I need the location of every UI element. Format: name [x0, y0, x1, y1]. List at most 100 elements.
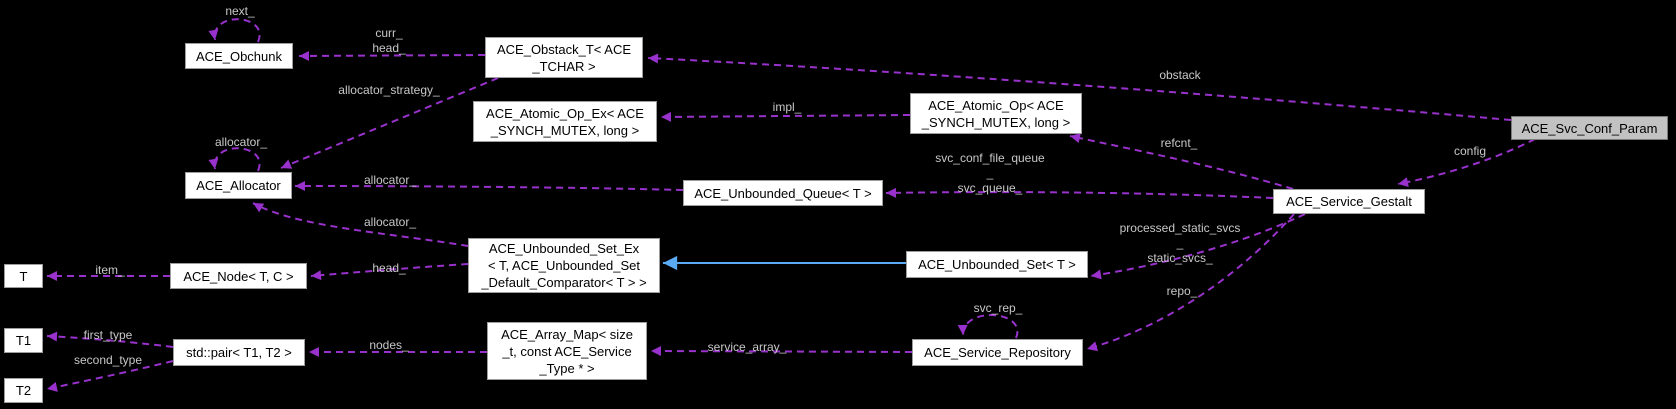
- edge-label-line: second_type: [73, 353, 143, 367]
- edge-svc-rep: [957, 314, 1019, 339]
- node-ace-svc-conf-param[interactable]: ACE_Svc_Conf_Param: [1511, 116, 1668, 140]
- node-label-line: ACE_Service_Gestalt: [1286, 194, 1412, 209]
- edge-label-obstack: obstack: [1159, 68, 1200, 83]
- edge-label-static-svcs: processed_static_svcs_static_svcs_: [1120, 221, 1241, 266]
- edge-label-line: allocator_: [214, 135, 268, 149]
- edge-label-line: next_: [225, 4, 255, 18]
- node-label-line: ACE_Service_Repository: [924, 345, 1071, 360]
- edge-service-array: [650, 346, 913, 357]
- node-label-line: _SYNCH_MUTEX, long >: [921, 114, 1071, 130]
- edge-label-svc-rep: svc_rep_: [974, 301, 1023, 316]
- edge-allocator-set-ex: [252, 202, 469, 247]
- edge-label-line: _: [1176, 236, 1184, 250]
- node-label-line: T: [19, 268, 28, 284]
- node-label-line: ACE_Array_Map< size: [501, 326, 633, 342]
- node-label-line: ACE_Svc_Conf_Param: [1521, 120, 1658, 136]
- node-label-line: ACE_Obchunk: [196, 48, 282, 64]
- edge-label-allocator-self: allocator_: [215, 135, 267, 150]
- node-label-line: _t, const ACE_Service: [502, 343, 632, 359]
- edge-label-refcnt: refcnt_: [1161, 136, 1198, 151]
- edge-allocator-strategy: [280, 77, 499, 169]
- node-label-line: ACE_Node< T, C >: [183, 268, 294, 284]
- edge-label-line: config: [1453, 144, 1487, 158]
- edge-label-next: next_: [225, 4, 254, 19]
- edge-label-allocator-queue: allocator_: [364, 173, 416, 188]
- edge-label-line: processed_static_svcs: [1119, 221, 1241, 235]
- edge-label-line: allocator_: [363, 173, 417, 187]
- node-ace-obstack-t[interactable]: ACE_Obstack_T< ACE_TCHAR >: [485, 37, 643, 78]
- edge-label-first-type: first_type: [84, 328, 133, 343]
- node-label-line: T1: [15, 333, 32, 348]
- node-label-line: ACE_Allocator: [196, 178, 281, 193]
- edge-label-config: config: [1454, 144, 1486, 159]
- edge-static-svcs: [1090, 213, 1306, 280]
- node-ace-atomic-op-ex[interactable]: ACE_Atomic_Op_Ex< ACE_SYNCH_MUTEX, long …: [473, 101, 657, 142]
- node-label-line: _Default_Comparator< T > >: [481, 275, 647, 290]
- edge-label-repo: repo_: [1167, 284, 1198, 299]
- node-label-line: ACE_Atomic_Op_Ex< ACE: [486, 105, 644, 121]
- edge-label-service-array: service_array_: [708, 340, 787, 355]
- node-label-line: ACE_Obstack_T< ACE: [496, 41, 632, 57]
- node-ace-service-gestalt[interactable]: ACE_Service_Gestalt: [1273, 189, 1425, 214]
- edge-label-line: head_: [372, 261, 406, 275]
- node-t1[interactable]: T1: [4, 328, 43, 353]
- edge-label-line: head_: [372, 41, 406, 55]
- edge-refcnt: [1069, 133, 1294, 190]
- edge-label-line: svc_rep_: [973, 301, 1023, 315]
- edge-label-allocator-strategy: allocator_strategy_: [338, 83, 439, 98]
- node-ace-unbounded-queue[interactable]: ACE_Unbounded_Queue< T >: [683, 180, 883, 206]
- edge-label-line: _: [986, 166, 994, 180]
- node-ace-array-map[interactable]: ACE_Array_Map< size_t, const ACE_Service…: [487, 322, 647, 380]
- edge-label-second-type: second_type: [74, 353, 142, 368]
- edge-label-impl: impl_: [773, 100, 802, 115]
- node-label-line: std::pair< T1, T2 >: [186, 345, 292, 360]
- node-label-line: T2: [15, 383, 32, 398]
- node-ace-unbounded-set[interactable]: ACE_Unbounded_Set< T >: [906, 251, 1088, 278]
- edge-head: [310, 263, 469, 281]
- node-t[interactable]: T: [4, 264, 43, 288]
- node-label-line: ACE_Unbounded_Set_Ex: [488, 241, 640, 256]
- edge-label-line: allocator_: [363, 215, 417, 229]
- edge-repo: [1086, 213, 1295, 352]
- edge-label-svc-queue: svc_conf_file_queue_svc_queue_: [935, 151, 1044, 196]
- edge-next: [208, 18, 261, 43]
- node-ace-atomic-op[interactable]: ACE_Atomic_Op< ACE_SYNCH_MUTEX, long >: [910, 93, 1082, 134]
- edge-label-line: item_: [95, 263, 125, 277]
- edge-first-type: [46, 331, 174, 348]
- edge-allocator-self: [208, 147, 261, 172]
- node-ace-obchunk[interactable]: ACE_Obchunk: [185, 43, 293, 69]
- node-ace-allocator[interactable]: ACE_Allocator: [185, 172, 292, 199]
- edge-config: [1397, 138, 1536, 188]
- edge-label-line: impl_: [772, 100, 802, 114]
- edge-label-line: static_svcs_: [1147, 251, 1213, 265]
- edge-label-line: repo_: [1166, 284, 1198, 298]
- edge-label-line: service_array_: [707, 340, 787, 354]
- edge-impl: [660, 111, 911, 122]
- node-ace-service-repository[interactable]: ACE_Service_Repository: [912, 339, 1083, 366]
- edge-label-nodes: nodes_: [369, 338, 408, 353]
- node-ace-unbounded-set-ex[interactable]: ACE_Unbounded_Set_Ex < T, ACE_Unbounded_S…: [468, 238, 660, 293]
- edge-label-line: curr_: [375, 26, 403, 40]
- edge-label-line: nodes_: [369, 338, 409, 352]
- edge-label-line: svc_queue_: [957, 181, 1023, 195]
- edge-label-item: item_: [95, 263, 124, 278]
- edge-label-line: allocator_strategy_: [338, 83, 440, 97]
- edge-label-allocator-set-ex: allocator_: [364, 215, 416, 230]
- node-t2[interactable]: T2: [4, 378, 43, 403]
- edge-allocator-queue: [294, 181, 684, 192]
- edge-second-type: [46, 360, 174, 392]
- edge-label-line: svc_conf_file_queue: [935, 151, 1045, 165]
- node-label-line: ACE_Atomic_Op< ACE: [928, 97, 1064, 113]
- node-label-line: ACE_Unbounded_Set< T >: [918, 257, 1076, 272]
- edge-label-line: first_type: [83, 328, 133, 342]
- edge-label-curr-head: curr_head_: [372, 26, 405, 56]
- edge-label-head: head_: [372, 261, 405, 276]
- node-label-line: ACE_Unbounded_Queue< T >: [694, 185, 872, 201]
- node-std-pair[interactable]: std::pair< T1, T2 >: [173, 339, 305, 366]
- edge-label-line: refcnt_: [1160, 136, 1198, 150]
- node-label-line: _SYNCH_MUTEX, long >: [490, 122, 640, 138]
- node-ace-node[interactable]: ACE_Node< T, C >: [170, 263, 307, 289]
- node-label-line: < T, ACE_Unbounded_Set: [488, 258, 640, 273]
